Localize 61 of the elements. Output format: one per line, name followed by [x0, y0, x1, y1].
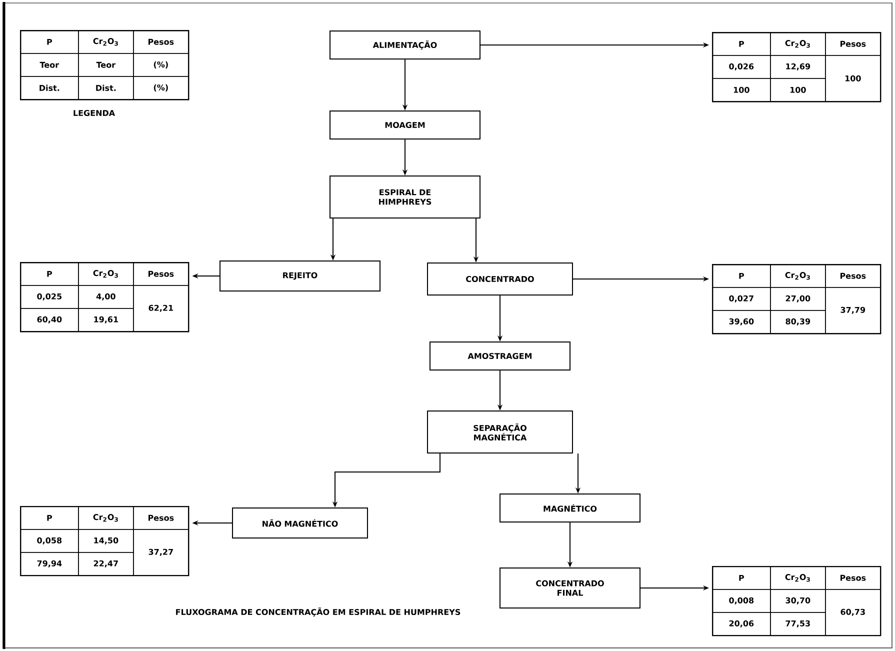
table-cell: Dist.	[78, 76, 134, 100]
table-cell: Pesos	[825, 32, 881, 56]
table-cell: (%)	[133, 53, 189, 77]
table-cell: 62,21	[133, 285, 189, 332]
table-cell: Pesos	[825, 566, 881, 590]
table-cell: P	[712, 566, 771, 590]
table-cell: 0,008	[712, 588, 771, 613]
table-cell: 4,00	[78, 285, 134, 309]
table-cell: Teor	[78, 53, 134, 77]
table-cell: 0,026	[712, 55, 771, 79]
table-cell: 12,69	[770, 55, 826, 79]
table-cell: 37,79	[825, 287, 881, 334]
process-box: NÃO MAGNÉTICO	[232, 507, 368, 538]
table-cell: 20,06	[712, 612, 771, 636]
table-cell: Pesos	[133, 30, 189, 54]
table-cell: 14,50	[78, 528, 134, 553]
table-cell: P	[20, 262, 79, 286]
table-cell: 39,60	[712, 310, 771, 334]
table-cell: 30,70	[770, 588, 826, 613]
caption: FLUXOGRAMA DE CONCENTRAÇÃO EM ESPIRAL DE HUMPHREYS	[176, 607, 460, 616]
table-cell: Pesos	[825, 264, 881, 288]
process-box: AMOSTRAGEM	[430, 341, 570, 370]
process-box: MAGNÉTICO	[500, 494, 640, 522]
table-cell: Cr$_{2}$O$_{3}$	[770, 566, 826, 590]
process-box: REJEITO	[220, 260, 380, 292]
table-cell: 60,73	[825, 588, 881, 636]
table-cell: 0,027	[712, 287, 771, 311]
process-box: MOAGEM	[330, 110, 480, 140]
table-caption: LEGENDA	[74, 110, 116, 116]
table-cell: Pesos	[133, 262, 189, 286]
table-cell: 19,61	[78, 308, 134, 332]
table-cell: P	[712, 264, 771, 288]
table-cell: 0,025	[20, 285, 79, 309]
table-cell: 100	[712, 78, 771, 102]
process-box: CONCENTRADO	[427, 262, 573, 296]
table-cell: Cr$_{2}$O$_{3}$	[78, 30, 134, 54]
process-box: ESPIRAL DE HIMPHREYS	[330, 176, 480, 218]
table-cell: (%)	[133, 76, 189, 100]
table-cell: P	[20, 30, 79, 54]
table-cell: 37,27	[133, 528, 189, 576]
table-cell: 60,40	[20, 308, 79, 332]
table-cell: 80,39	[770, 310, 826, 334]
table-cell: Cr$_{2}$O$_{3}$	[78, 506, 134, 530]
table-cell: 22,47	[78, 552, 134, 576]
table-cell: Cr$_{2}$O$_{3}$	[770, 264, 826, 288]
table-cell: 0,058	[20, 528, 79, 553]
table-cell: P	[712, 32, 771, 56]
process-box: ALIMENTAÇÃO	[330, 30, 480, 60]
table-cell: 27,00	[770, 287, 826, 311]
table-cell: Cr$_{2}$O$_{3}$	[78, 262, 134, 286]
process-box: CONCENTRADO FINAL	[500, 567, 640, 608]
table-cell: P	[20, 506, 79, 530]
table-cell: Dist.	[20, 76, 79, 100]
table-cell: Pesos	[133, 506, 189, 530]
table-cell: 100	[825, 55, 881, 102]
process-box: SEPARAÇÃO MAGNÉTICA	[427, 410, 573, 454]
table-cell: 100	[770, 78, 826, 102]
table-cell: Teor	[20, 53, 79, 77]
table-cell: Cr$_{2}$O$_{3}$	[770, 32, 826, 56]
table-cell: 77,53	[770, 612, 826, 636]
table-cell: 79,94	[20, 552, 79, 576]
